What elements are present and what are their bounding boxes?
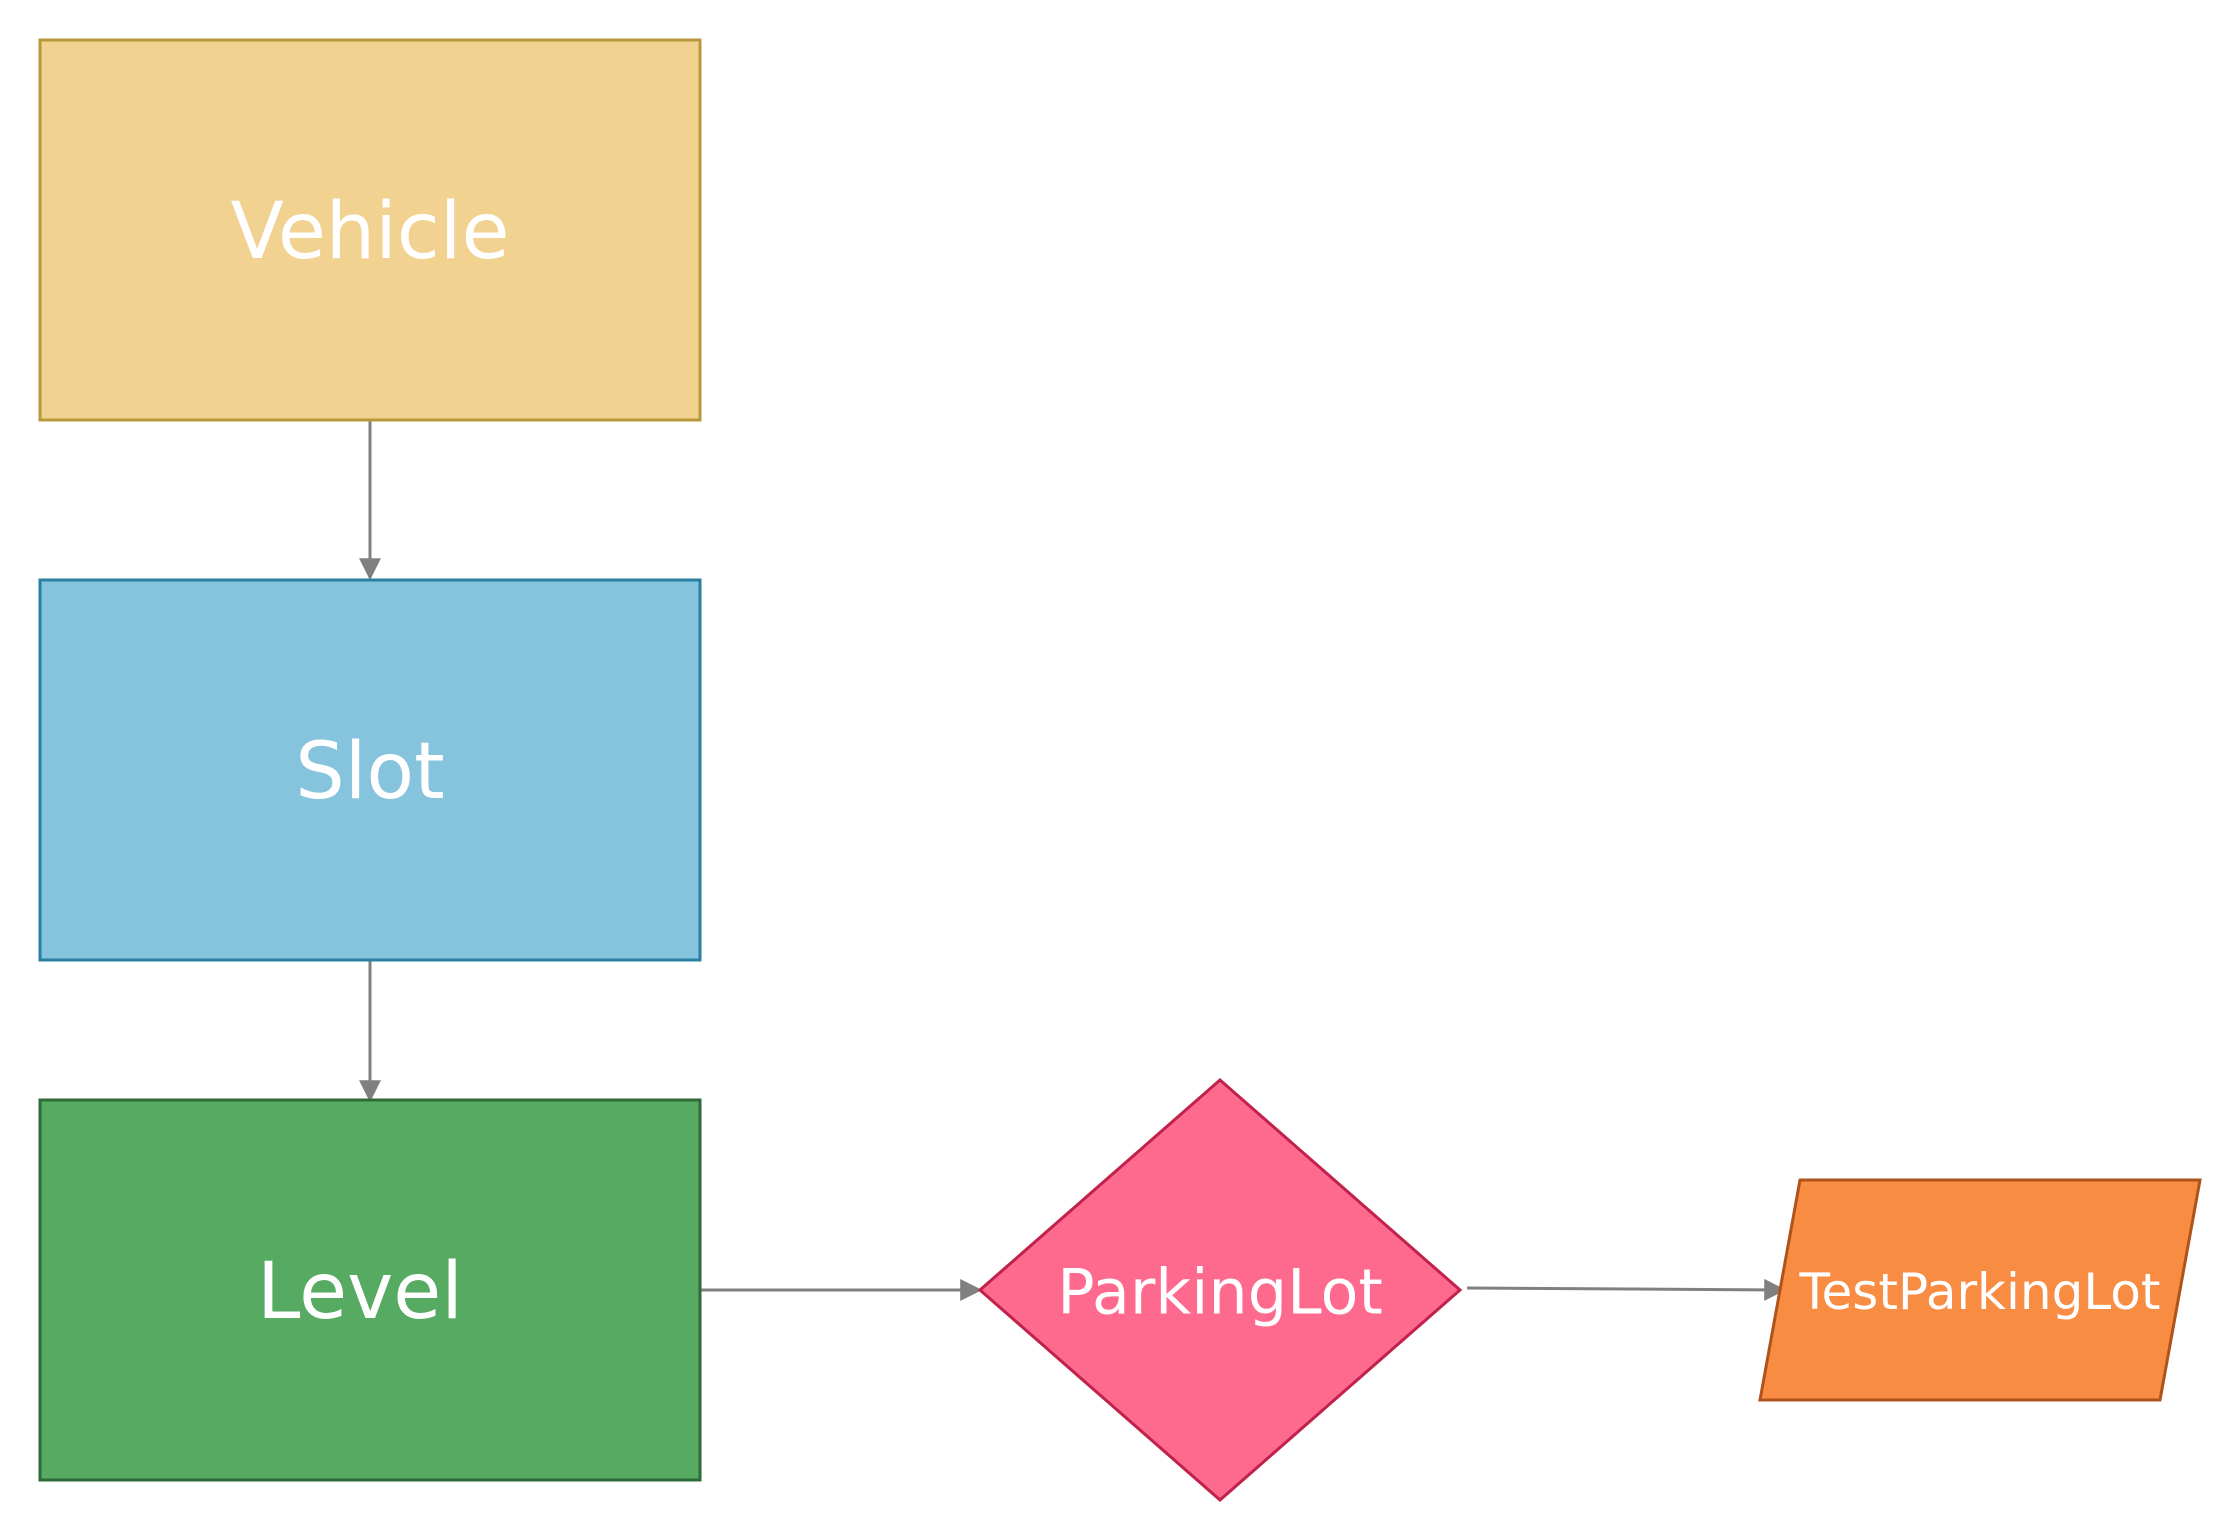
node-testparkinglot-shape[interactable] xyxy=(1758,1178,2202,1402)
node-slot-shape[interactable] xyxy=(38,578,702,962)
node-testparkinglot[interactable]: TestParkingLot xyxy=(1758,1178,2202,1402)
node-level-shape[interactable] xyxy=(38,1098,702,1482)
node-vehicle[interactable]: Vehicle xyxy=(38,38,702,422)
node-vehicle-label: Vehicle xyxy=(231,187,510,277)
node-parkinglot[interactable]: ParkingLot xyxy=(977,1078,1463,1502)
node-slot-label: Slot xyxy=(295,727,445,817)
edge-parkinglot-to-testparkinglot[interactable] xyxy=(1466,1278,1787,1301)
node-parkinglot-label: ParkingLot xyxy=(1057,1256,1383,1329)
edges xyxy=(359,420,1787,1301)
node-slot[interactable]: Slot xyxy=(38,578,702,962)
node-parkinglot-shape[interactable] xyxy=(977,1078,1463,1502)
node-vehicle-shape[interactable] xyxy=(38,38,702,422)
node-testparkinglot-label: TestParkingLot xyxy=(1798,1263,2160,1321)
node-level-label: Level xyxy=(257,1247,463,1337)
node-level[interactable]: Level xyxy=(38,1098,702,1482)
